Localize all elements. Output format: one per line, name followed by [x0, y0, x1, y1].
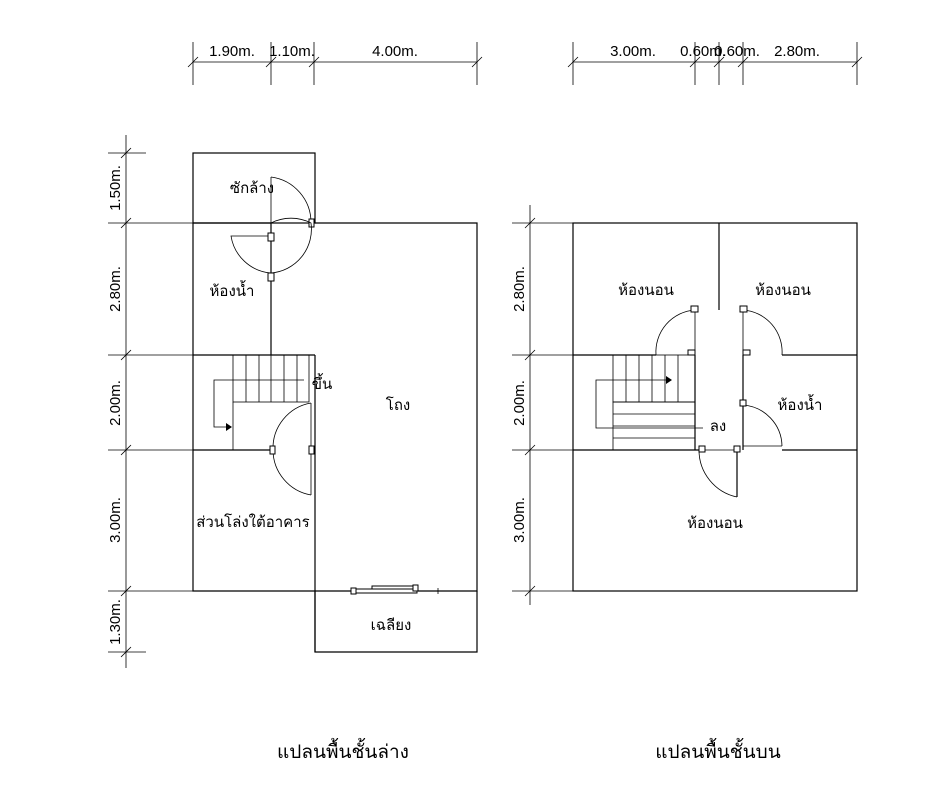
upper-dim-top-1: 3.00m. [610, 43, 656, 60]
upper-top-dimensions: 3.00m. 0.60m. 0.60m. 2.80m. [567, 42, 863, 85]
stairs-up-arrow-icon [226, 423, 232, 431]
upper-doors [655, 305, 783, 498]
lower-dim-top-1: 1.90m. [209, 43, 255, 60]
lower-dim-top-2: 1.10m. [269, 43, 315, 60]
upper-stairs [595, 354, 703, 451]
upper-left-dimensions: 2.80m. 2.00m. 3.00m. [511, 205, 573, 605]
room-label-bedroom-1: ห้องนอน [618, 281, 674, 299]
lower-walls [192, 152, 478, 653]
lower-dim-left-4: 3.00m. [107, 497, 124, 543]
room-label-bedroom-2: ห้องนอน [755, 281, 811, 299]
room-label-bathroom: ห้องน้ำ [210, 280, 255, 300]
stairs-down-arrow-icon [666, 376, 672, 384]
lower-floor-plan: 1.90m. 1.10m. 4.00m. 1.50m. 2.80m. 2.00m… [107, 42, 483, 763]
upper-dim-left-1: 2.80m. [511, 266, 528, 312]
upper-dim-left-3: 3.00m. [511, 497, 528, 543]
upper-dim-top-2: 0.60m. [680, 43, 726, 60]
lower-left-dimensions: 1.50m. 2.80m. 2.00m. 3.00m. 1.30m. [107, 135, 193, 668]
lower-dim-left-2: 2.80m. [107, 266, 124, 312]
room-label-upper-bathroom: ห้องน้ำ [778, 394, 823, 414]
room-label-porch: เฉลียง [371, 616, 412, 634]
upper-dim-top-3: 0.60m. [714, 43, 760, 60]
lower-dim-left-5: 1.30m. [107, 599, 124, 645]
upper-outline [572, 222, 858, 592]
upper-dim-left-2: 2.00m. [511, 380, 528, 426]
lower-doors [230, 176, 419, 595]
upper-floor-title: แปลนพื้นชั้นบน [655, 738, 780, 763]
upper-dim-top-4: 2.80m. [774, 43, 820, 60]
room-label-under-building: ส่วนโล่งใต้อาคาร [196, 513, 309, 531]
lower-floor-title: แปลนพื้นชั้นล่าง [277, 738, 409, 763]
room-label-bedroom-3: ห้องนอน [687, 514, 743, 532]
lower-top-dimensions: 1.90m. 1.10m. 4.00m. [187, 42, 483, 85]
lower-stairs [213, 354, 310, 450]
room-label-hall: โถง [386, 396, 410, 414]
lower-dim-left-3: 2.00m. [107, 380, 124, 426]
porch-outline [314, 591, 478, 653]
lower-dim-left-1: 1.50m. [107, 165, 124, 211]
stairs-label-down: ลง [710, 417, 727, 435]
lower-dim-top-3: 4.00m. [372, 43, 418, 60]
room-label-laundry: ซักล้าง [230, 179, 274, 197]
stairs-label-up: ขึ้น [312, 373, 333, 393]
upper-floor-plan: 3.00m. 0.60m. 0.60m. 2.80m. 2.80m. 2.00m… [511, 42, 863, 763]
